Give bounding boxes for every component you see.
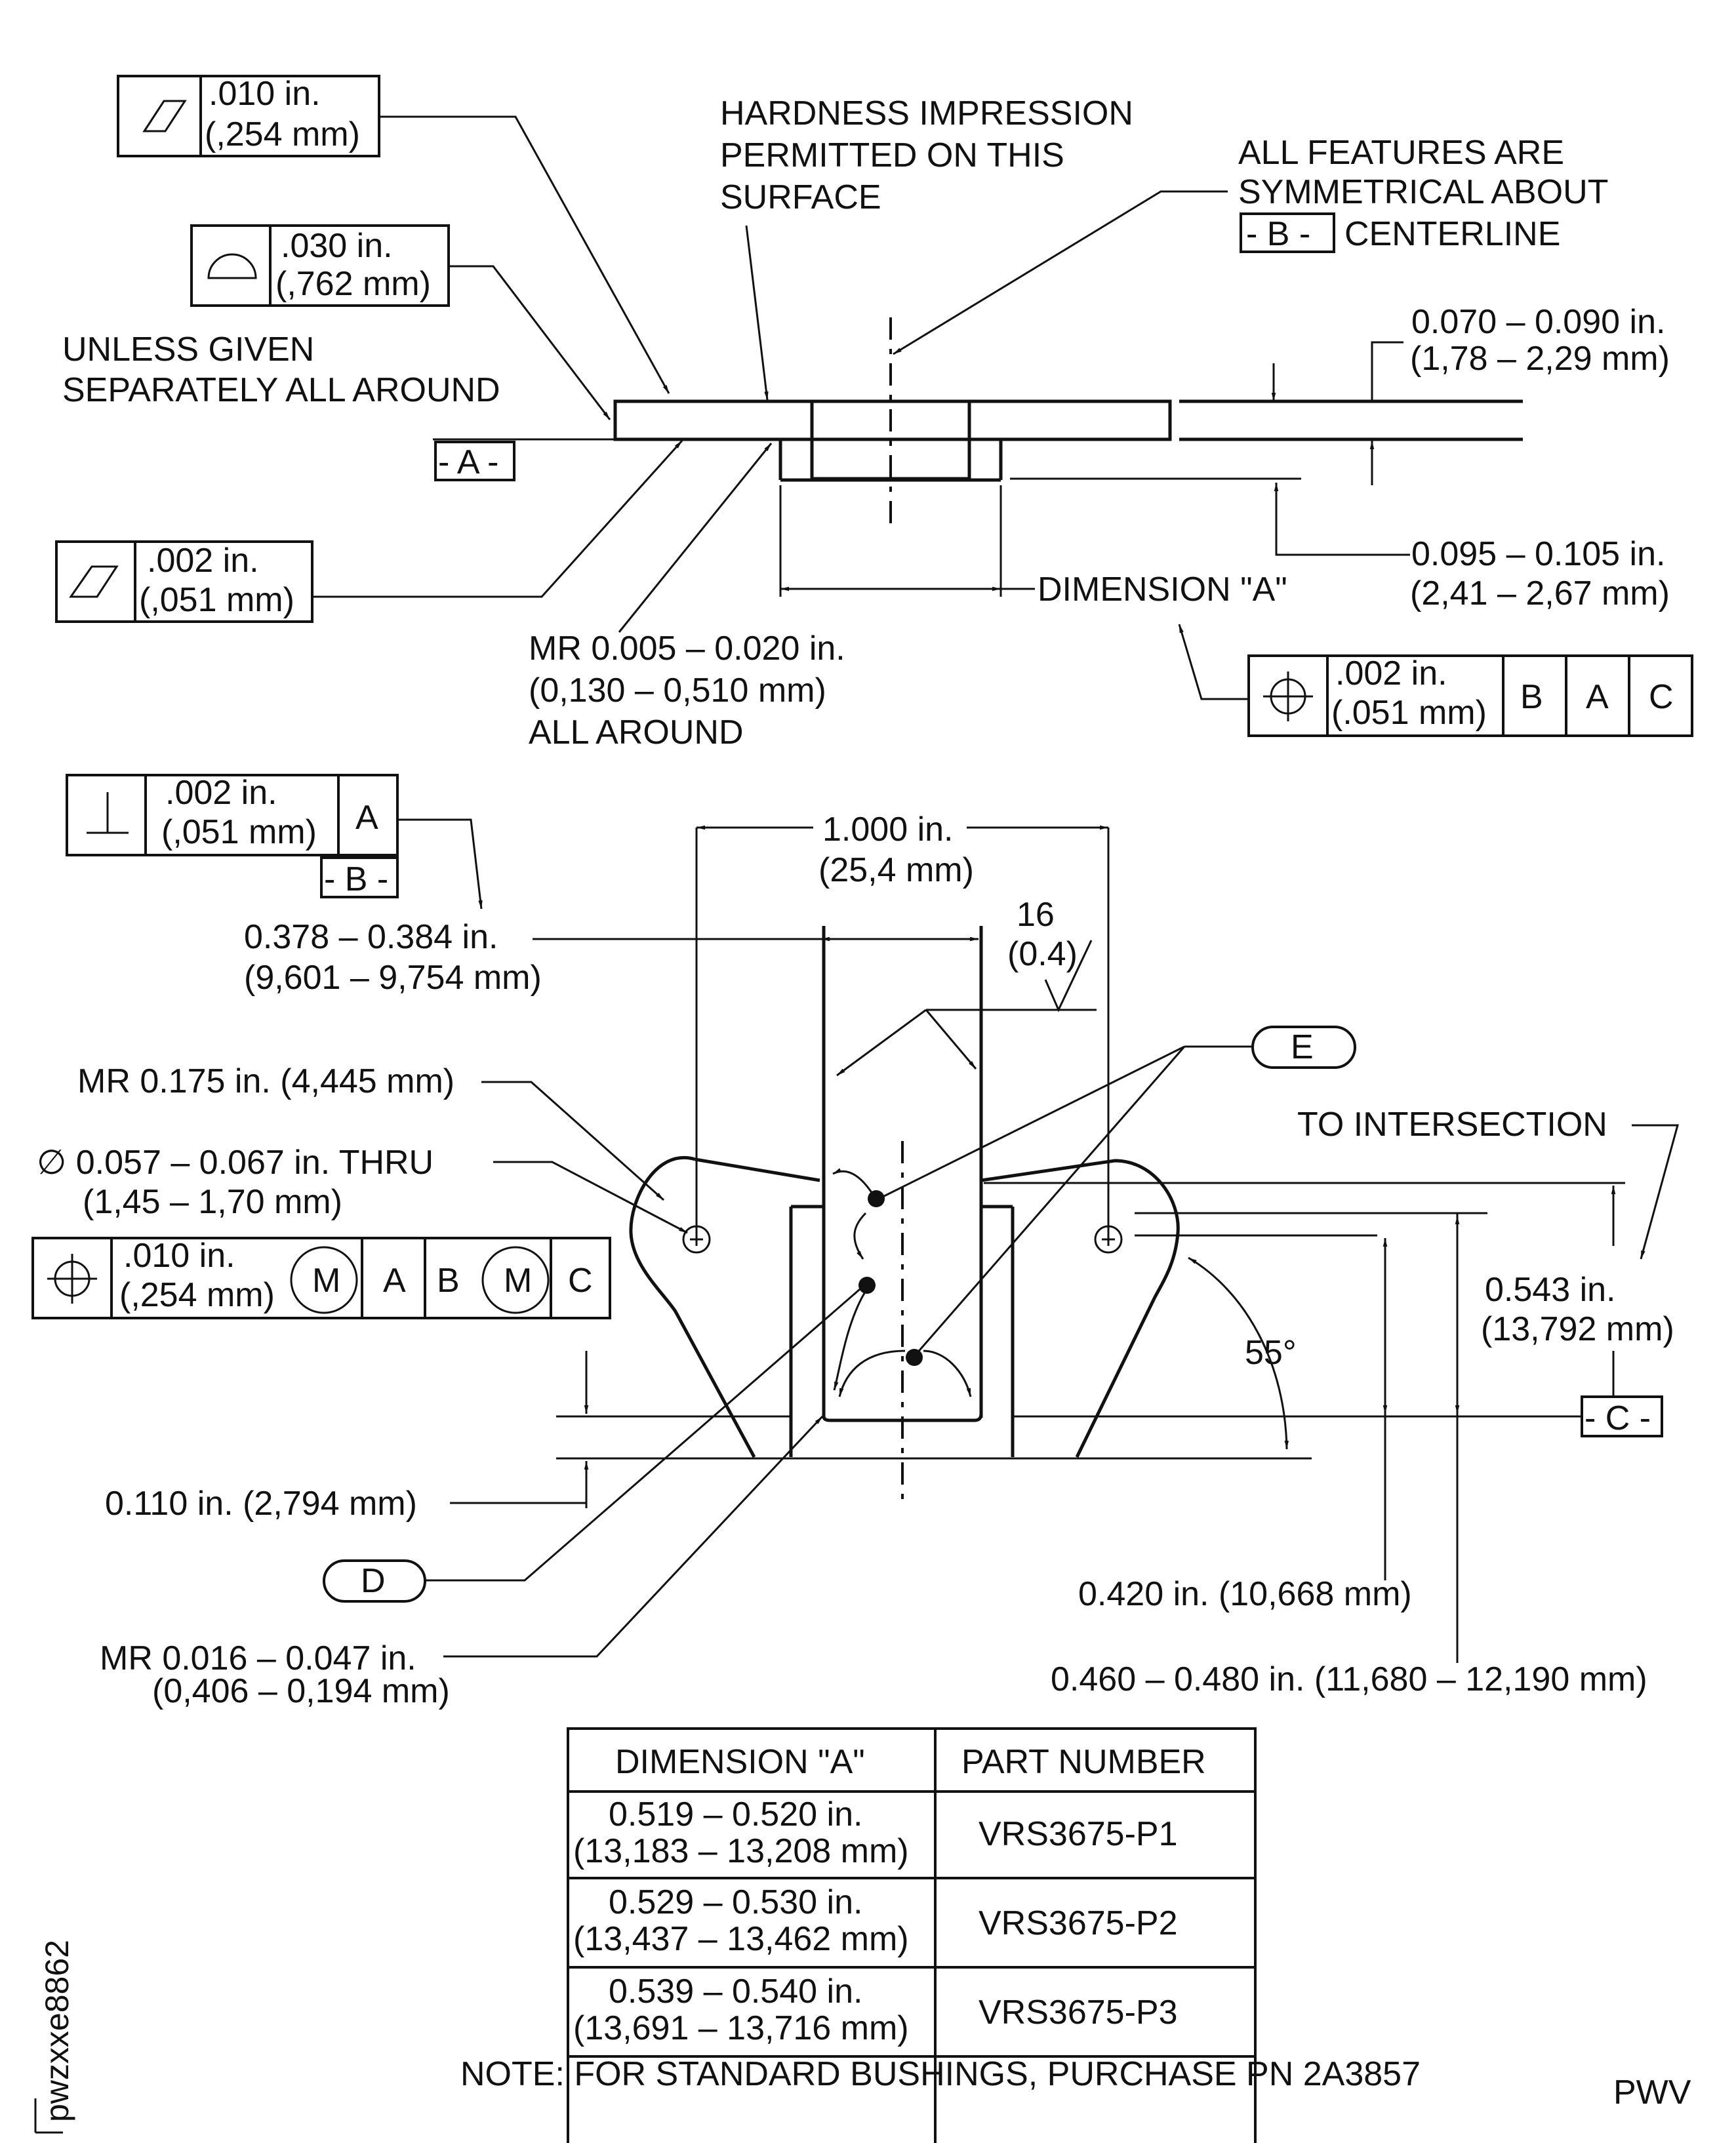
table-row-3-part: VRS3675-P3 bbox=[979, 1993, 1178, 2032]
flatness-icon bbox=[142, 100, 187, 132]
hole-right bbox=[1094, 1225, 1123, 1254]
width-dim-line1: 0.378 – 0.384 in. bbox=[244, 918, 498, 956]
footer-note: NOTE: FOR STANDARD BUSHINGS, PURCHASE PN… bbox=[460, 2055, 1421, 2093]
table-row-1-part: VRS3675-P1 bbox=[979, 1815, 1178, 1853]
hole-position-mod1: M bbox=[312, 1262, 340, 1300]
flatness-frame-002-line1: .002 in. bbox=[147, 542, 259, 580]
table-row-2-dim1: 0.529 – 0.530 in. bbox=[609, 1883, 862, 1921]
angle-label: 55° bbox=[1245, 1334, 1297, 1372]
balloon-e-label: E bbox=[1291, 1028, 1314, 1066]
table-row-1-dim2: (13,183 – 13,208 mm) bbox=[573, 1832, 909, 1870]
flatness-frame-010-line1: .010 in. bbox=[209, 75, 321, 113]
radius-175-label: MR 0.175 in. (4,445 mm) bbox=[77, 1062, 454, 1100]
radius-016-line1: MR 0.016 – 0.047 in. bbox=[100, 1639, 416, 1677]
hardness-note-line2: PERMITTED ON THIS bbox=[720, 136, 1064, 174]
profile-of-surface-icon bbox=[207, 253, 257, 279]
dimension-a-label: DIMENSION "A" bbox=[1038, 571, 1287, 609]
profile-frame-030-line1: .030 in. bbox=[281, 227, 393, 265]
datum-a-tag: - A - bbox=[438, 443, 498, 481]
to-intersection-label: TO INTERSECTION bbox=[1297, 1106, 1607, 1144]
flatness-icon-2 bbox=[69, 565, 119, 598]
hole-left bbox=[682, 1225, 711, 1254]
flatness-frame-010: .010 in. (,254 mm) bbox=[117, 75, 380, 157]
radius-note-line3: ALL AROUND bbox=[529, 713, 744, 751]
hole-position-frame: .010 in. (,254 mm) M A B M C bbox=[31, 1237, 611, 1319]
hole-spacing-line2: (25,4 mm) bbox=[818, 851, 974, 889]
dim-420-label: 0.420 in. (10,668 mm) bbox=[1078, 1575, 1412, 1613]
profile-frame-030: .030 in. (,762 mm) bbox=[190, 224, 450, 307]
figure-id: pwzxxe8862 bbox=[39, 1940, 75, 2122]
flatness-frame-002-line2: (,051 mm) bbox=[139, 581, 294, 619]
perpendicularity-icon bbox=[87, 792, 129, 834]
thickness-dim-line1: 0.070 – 0.090 in. bbox=[1411, 303, 1665, 341]
hole-position-datum-b: B bbox=[437, 1262, 460, 1300]
corner-code: PWV bbox=[1613, 2073, 1691, 2112]
position-frame-002: .002 in. (.051 mm) B A C bbox=[1247, 654, 1693, 737]
bottom-view: .002 in. (,051 mm) A - B - 0.378 – 0.384… bbox=[31, 774, 1679, 1710]
datum-c-tag: - C - bbox=[1585, 1399, 1651, 1437]
unless-note-line2: SEPARATELY ALL AROUND bbox=[62, 371, 500, 409]
flatness-frame-002: .002 in. (,051 mm) bbox=[55, 540, 313, 623]
table-header-part: PART NUMBER bbox=[961, 1743, 1206, 1781]
hole-dia-line2: (1,45 – 1,70 mm) bbox=[83, 1183, 342, 1221]
position-frame-002-line1: .002 in. bbox=[1335, 654, 1447, 692]
profile-frame-030-line2: (,762 mm) bbox=[275, 265, 431, 303]
hole-spacing-line1: 1.000 in. bbox=[822, 811, 954, 849]
top-view: .010 in. (,254 mm) .030 in. (,762 mm) UN… bbox=[55, 75, 1693, 751]
surface-finish-value: 16 bbox=[1017, 896, 1055, 934]
dim-543-line2: (13,792 mm) bbox=[1481, 1310, 1674, 1348]
dim-543-line1: 0.543 in. bbox=[1485, 1271, 1616, 1309]
position-icon bbox=[1263, 671, 1313, 721]
dim-110-label: 0.110 in. (2,794 mm) bbox=[105, 1485, 417, 1523]
table-row-2-part: VRS3675-P2 bbox=[979, 1904, 1178, 1942]
mmc-modifier-icon-2 bbox=[481, 1246, 550, 1314]
hole-position-datum-c: C bbox=[568, 1262, 593, 1300]
hole-position-datum-a: A bbox=[383, 1262, 406, 1300]
position-icon-2 bbox=[47, 1254, 97, 1304]
perp-frame-line1: .002 in. bbox=[165, 774, 277, 812]
radius-note-line1: MR 0.005 – 0.020 in. bbox=[529, 630, 845, 668]
table-row-1-dim1: 0.519 – 0.520 in. bbox=[609, 1795, 862, 1833]
dim-460-label: 0.460 – 0.480 in. (11,680 – 12,190 mm) bbox=[1051, 1660, 1647, 1698]
radius-note-line2: (0,130 – 0,510 mm) bbox=[529, 671, 826, 710]
hole-dia-line1: ∅ 0.057 – 0.067 in. THRU bbox=[37, 1144, 434, 1182]
surface-finish-metric: (0.4) bbox=[1007, 935, 1078, 973]
bushing-plan-view bbox=[556, 926, 1625, 1506]
hole-position-line1: .010 in. bbox=[123, 1237, 235, 1275]
perp-frame-datum-b-tag: - B - bbox=[324, 860, 388, 898]
table-row-3-dim2: (13,691 – 13,716 mm) bbox=[573, 2009, 909, 2047]
bushing-cross-section bbox=[433, 317, 1523, 532]
boss-height-dim-line1: 0.095 – 0.105 in. bbox=[1411, 535, 1665, 573]
symmetry-note-line1: ALL FEATURES ARE bbox=[1238, 134, 1564, 172]
hole-position-line2: (,254 mm) bbox=[119, 1276, 275, 1314]
position-datum-b: B bbox=[1520, 678, 1543, 716]
centerline-label: CENTERLINE bbox=[1344, 215, 1560, 253]
datum-b-tag: - B - bbox=[1246, 215, 1310, 253]
part-number-table: DIMENSION "A" PART NUMBER 0.519 – 0.520 … bbox=[567, 1727, 1257, 2143]
mmc-modifier-icon bbox=[290, 1246, 358, 1314]
position-frame-002-line2: (.051 mm) bbox=[1331, 694, 1487, 732]
balloon-d-label: D bbox=[361, 1562, 386, 1600]
hardness-note-line1: HARDNESS IMPRESSION bbox=[720, 94, 1133, 132]
perpendicularity-frame: .002 in. (,051 mm) A - B - bbox=[66, 774, 399, 898]
unless-note-line1: UNLESS GIVEN bbox=[62, 330, 314, 369]
perp-frame-line2: (,051 mm) bbox=[161, 813, 317, 851]
width-dim-line2: (9,601 – 9,754 mm) bbox=[244, 959, 542, 997]
hardness-note-line3: SURFACE bbox=[720, 178, 881, 216]
position-datum-a: A bbox=[1586, 678, 1609, 716]
perp-frame-datum-a: A bbox=[355, 799, 378, 837]
radius-016-line2: (0,406 – 0,194 mm) bbox=[152, 1672, 450, 1710]
table-row-2-dim2: (13,437 – 13,462 mm) bbox=[573, 1920, 909, 1958]
hole-position-mod2: M bbox=[504, 1262, 532, 1300]
flatness-frame-010-line2: (,254 mm) bbox=[205, 115, 360, 153]
table-row-3-dim1: 0.539 – 0.540 in. bbox=[609, 1973, 862, 2011]
table-header-dimension: DIMENSION "A" bbox=[615, 1743, 865, 1781]
thickness-dim-line2: (1,78 – 2,29 mm) bbox=[1410, 340, 1670, 378]
position-datum-c: C bbox=[1649, 678, 1674, 716]
boss-height-dim-line2: (2,41 – 2,67 mm) bbox=[1410, 574, 1670, 612]
symmetry-note-line2: SYMMETRICAL ABOUT bbox=[1238, 173, 1608, 211]
